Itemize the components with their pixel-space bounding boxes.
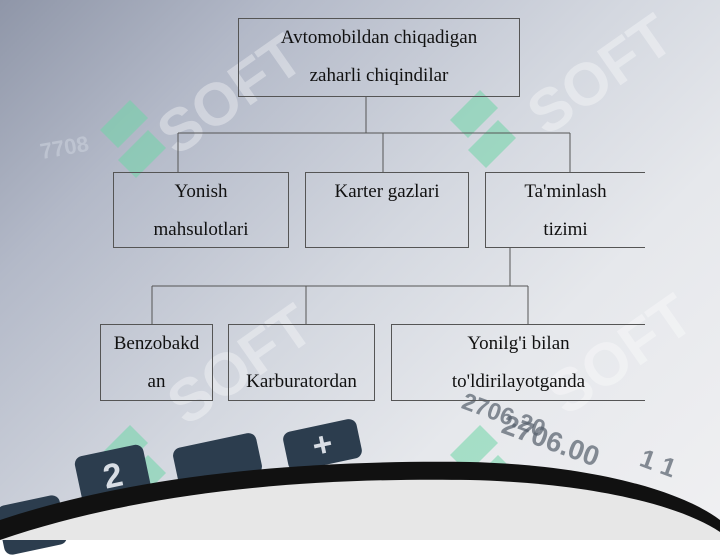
root-node-line2: zaharli chiqindilar bbox=[309, 65, 449, 86]
node-line2: to'ldirilayotganda bbox=[451, 371, 586, 392]
node-line1: Ta'minlash bbox=[524, 181, 607, 202]
node-combustion-products: Yonish mahsulotlari bbox=[113, 172, 289, 248]
node-supply-system: Ta'minlash tizimi bbox=[485, 172, 645, 248]
root-node: Avtomobildan chiqadigan zaharli chiqindi… bbox=[238, 18, 520, 97]
node-from-fuel-tank: Benzobakd an bbox=[100, 324, 213, 401]
node-crankcase-gases: Karter gazlari bbox=[305, 172, 469, 248]
node-during-refueling: Yonilg'i bilan to'ldirilayotganda bbox=[391, 324, 645, 401]
node-line1: Benzobakd bbox=[113, 333, 200, 354]
root-node-line1: Avtomobildan chiqadigan bbox=[280, 27, 478, 48]
node-line2: Karburatordan bbox=[246, 371, 357, 392]
node-line1: Yonish bbox=[174, 181, 228, 202]
node-line1: Yonilg'i bilan bbox=[467, 333, 570, 354]
connector-lines bbox=[151, 97, 571, 324]
node-line1: Karter gazlari bbox=[334, 181, 440, 202]
node-line2: tizimi bbox=[543, 219, 588, 240]
node-line2: mahsulotlari bbox=[153, 219, 249, 240]
decorative-swoosh bbox=[0, 461, 720, 540]
node-from-carburetor: Karburatordan bbox=[228, 324, 375, 401]
node-line2: an bbox=[147, 371, 166, 392]
node-line1 bbox=[229, 325, 374, 363]
